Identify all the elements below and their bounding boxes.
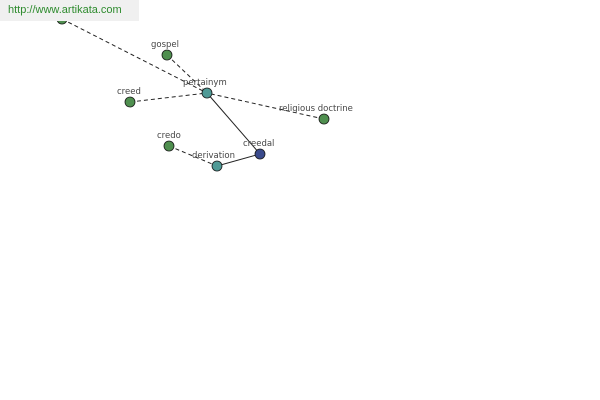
node-credo[interactable] <box>163 140 175 152</box>
node-label-creed[interactable]: creed <box>117 87 141 97</box>
node-derivation[interactable] <box>211 160 223 172</box>
node-creedal[interactable] <box>254 148 266 160</box>
node-label-pertainym[interactable]: pertainym <box>183 78 227 88</box>
edge-credo-derivation <box>168 145 218 167</box>
edge-creed-pertainym <box>129 92 208 103</box>
edge-offscreen-pertainym <box>61 18 208 94</box>
edge-derivation-creedal <box>216 153 261 167</box>
graph-nodes <box>56 13 330 172</box>
node-pertainym[interactable] <box>201 87 213 99</box>
url-banner: http://www.artikata.com <box>0 0 139 21</box>
node-label-gospel[interactable]: gospel <box>151 40 179 50</box>
node-label-derivation[interactable]: derivation <box>192 151 235 161</box>
node-label-creedal[interactable]: creedal <box>243 139 274 149</box>
node-gospel[interactable] <box>161 49 173 61</box>
edge-religious-doctrine-pertainym <box>206 92 325 120</box>
node-religious-doctrine[interactable] <box>318 113 330 125</box>
node-label-religious-doctrine[interactable]: religious doctrine <box>279 104 353 114</box>
node-creed[interactable] <box>124 96 136 108</box>
url-link[interactable]: http://www.artikata.com <box>8 4 122 16</box>
node-label-credo[interactable]: credo <box>157 131 181 141</box>
edge-pertainym-creedal <box>206 92 261 155</box>
graph-edges <box>61 18 325 167</box>
edge-gospel-pertainym <box>166 54 208 94</box>
graph-labels: gospel pertainym creed religious doctrine cr… <box>117 40 353 161</box>
